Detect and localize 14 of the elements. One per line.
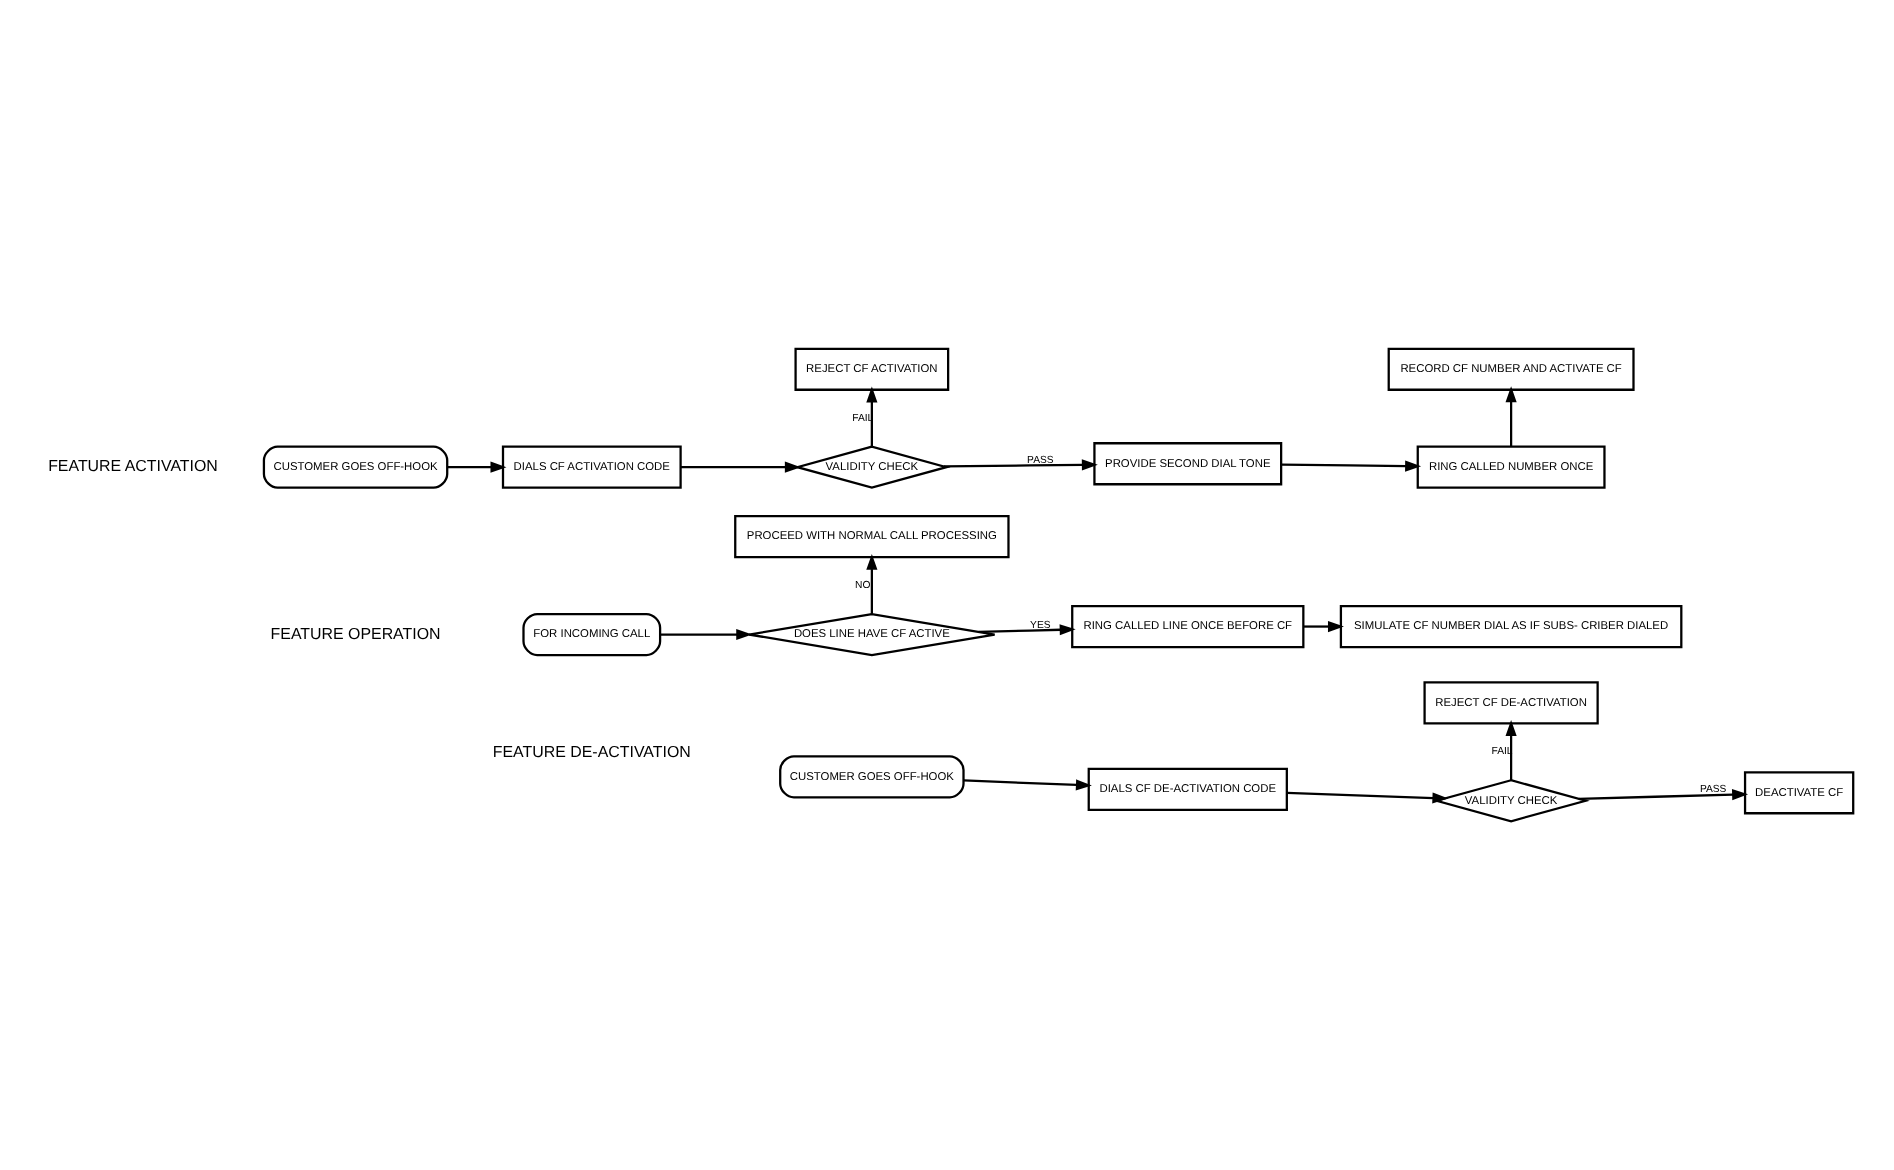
arrow [1578, 789, 1749, 801]
arrow [1303, 620, 1344, 633]
arrow [1505, 386, 1517, 447]
arrow [978, 624, 1076, 636]
arrow [866, 553, 878, 614]
arrow [680, 461, 801, 473]
arrow [1286, 791, 1449, 804]
arrow [1505, 720, 1517, 780]
arrow [963, 779, 1092, 791]
arrow [943, 459, 1098, 471]
arrow [660, 628, 753, 641]
arrow [447, 461, 507, 473]
arrow [866, 386, 878, 447]
arrow [1281, 460, 1422, 472]
